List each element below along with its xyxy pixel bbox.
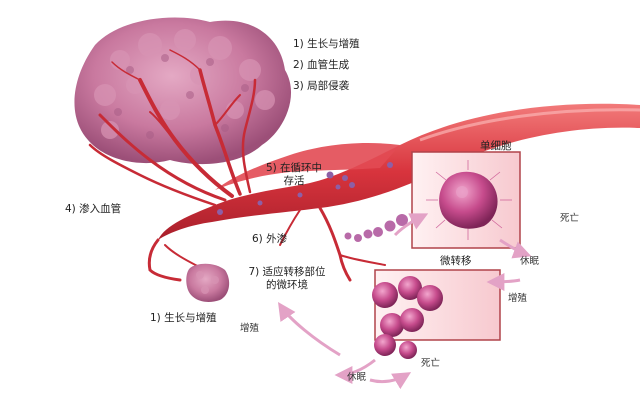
primary-tumor bbox=[74, 17, 292, 165]
label-secondary-growth: 1) 生长与增殖 bbox=[150, 312, 217, 324]
label-proliferation-2: 增殖 bbox=[240, 323, 260, 334]
label-tumor-step-3: 3) 局部侵袭 bbox=[293, 80, 350, 92]
single-cell-inset bbox=[411, 151, 521, 249]
circulating-cells bbox=[217, 162, 393, 215]
exiting-cells bbox=[344, 214, 408, 242]
label-dormancy-2: 休眠 bbox=[347, 372, 367, 383]
blood-vessel bbox=[158, 103, 640, 240]
micrometastasis-inset bbox=[372, 269, 501, 359]
fate-arrows bbox=[278, 213, 532, 390]
label-proliferation-1: 增殖 bbox=[508, 293, 528, 304]
label-adaptation-line1: 7) 适应转移部位 bbox=[248, 266, 326, 278]
label-tumor-step-1: 1) 生长与增殖 bbox=[293, 38, 360, 50]
label-survival: 5) 在循环中 存活 bbox=[262, 162, 326, 188]
label-tumor-step-2: 2) 血管生成 bbox=[293, 59, 350, 71]
label-survival-line2: 存活 bbox=[283, 175, 305, 188]
label-death-1: 死亡 bbox=[560, 213, 580, 224]
label-adaptation-line2: 的微环境 bbox=[266, 279, 308, 292]
label-death-2: 死亡 bbox=[421, 358, 441, 369]
label-single-cell: 单细胞 bbox=[480, 140, 512, 152]
vessel-branches bbox=[88, 49, 386, 282]
label-survival-line1: 5) 在循环中 bbox=[265, 162, 323, 174]
label-micrometastasis: 微转移 bbox=[440, 255, 472, 267]
label-intravasation: 4) 渗入血管 bbox=[65, 203, 122, 215]
label-adaptation: 7) 适应转移部位 的微环境 bbox=[232, 266, 342, 292]
label-extravasation: 6) 外渗 bbox=[252, 233, 288, 245]
secondary-tumor bbox=[186, 263, 230, 302]
label-dormancy-1: 休眠 bbox=[520, 256, 540, 267]
